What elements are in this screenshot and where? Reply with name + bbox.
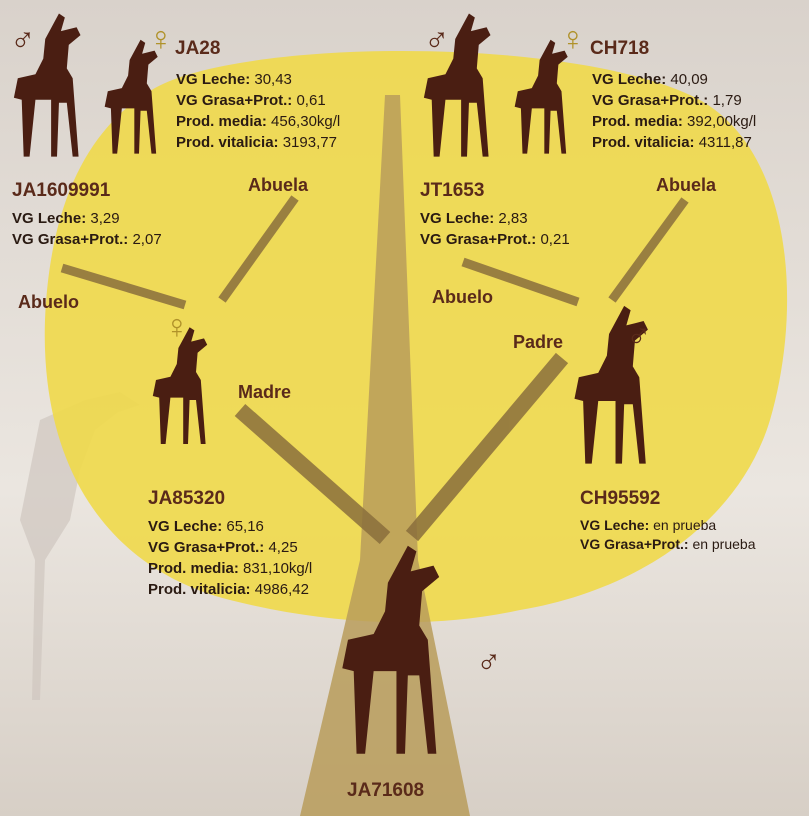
offspring-id: JA71608 <box>347 780 424 802</box>
stat-key: VG Leche: <box>12 210 86 227</box>
stat-value: 30,43 <box>254 71 292 88</box>
paternal-grandmother-id: CH718 <box>590 38 649 60</box>
stat-key: VG Grasa+Prot.: <box>176 92 292 109</box>
stat-value: 1,79 <box>712 92 741 109</box>
stat-value: 831,10kg/l <box>243 560 312 577</box>
maternal-grandfather-stats: VG Leche: 3,29 VG Grasa+Prot.: 2,07 <box>12 208 162 250</box>
stat-key: VG Leche: <box>176 71 250 88</box>
male-symbol-icon: ♂ <box>626 318 652 352</box>
stat-key: VG Leche: <box>580 517 649 533</box>
label-padre: Padre <box>513 332 563 353</box>
stat-value: 392,00kg/l <box>687 113 756 130</box>
stat-key: VG Grasa+Prot.: <box>420 231 536 248</box>
female-symbol-icon: ♀ <box>148 22 174 56</box>
stat-key: Prod. media: <box>176 113 267 130</box>
stat-value: 4311,87 <box>699 134 752 151</box>
paternal-grandmother-stats: VG Leche: 40,09 VG Grasa+Prot.: 1,79 Pro… <box>592 69 756 153</box>
female-symbol-icon: ♀ <box>164 310 190 344</box>
male-symbol-icon: ♂ <box>424 22 450 56</box>
label-abuela-right: Abuela <box>656 175 716 196</box>
maternal-grandmother-stats: VG Leche: 30,43 VG Grasa+Prot.: 0,61 Pro… <box>176 69 340 153</box>
stat-key: VG Grasa+Prot.: <box>148 539 264 556</box>
stat-value: 3193,77 <box>283 134 337 151</box>
stat-value: 0,21 <box>540 231 569 248</box>
male-symbol-icon: ♂ <box>476 644 502 678</box>
stat-value: 65,16 <box>226 518 264 535</box>
label-abuelo-right: Abuelo <box>432 287 493 308</box>
stat-value: 4,25 <box>268 539 297 556</box>
stat-key: Prod. vitalicia: <box>176 134 279 151</box>
paternal-grandfather-id: JT1653 <box>420 180 484 202</box>
stat-key: VG Grasa+Prot.: <box>592 92 708 109</box>
stat-key: VG Grasa+Prot.: <box>12 231 128 248</box>
female-symbol-icon: ♀ <box>560 22 586 56</box>
stat-value: 4986,42 <box>255 581 309 598</box>
father-goat-icon <box>568 298 676 478</box>
stat-value: 2,83 <box>498 210 527 227</box>
stat-key: VG Grasa+Prot.: <box>580 536 689 552</box>
stat-value: en prueba <box>692 536 755 552</box>
stat-value: 3,29 <box>90 210 119 227</box>
maternal-grandfather-id: JA1609991 <box>12 180 110 202</box>
label-abuelo-left: Abuelo <box>18 292 79 313</box>
stat-key: Prod. vitalicia: <box>148 581 251 598</box>
stat-key: Prod. vitalicia: <box>592 134 695 151</box>
stat-value: 2,07 <box>132 231 161 248</box>
stat-key: Prod. media: <box>592 113 683 130</box>
maternal-grandmother-id: JA28 <box>175 38 220 60</box>
male-symbol-icon: ♂ <box>10 22 36 56</box>
stat-key: VG Leche: <box>148 518 222 535</box>
stat-value: 456,30kg/l <box>271 113 340 130</box>
stat-key: VG Leche: <box>592 71 666 88</box>
father-id: CH95592 <box>580 488 660 510</box>
mother-stats: VG Leche: 65,16 VG Grasa+Prot.: 4,25 Pro… <box>148 516 312 600</box>
mother-id: JA85320 <box>148 488 225 510</box>
stat-value: 0,61 <box>296 92 325 109</box>
stat-value: 40,09 <box>670 71 708 88</box>
father-stats: VG Leche: en prueba VG Grasa+Prot.: en p… <box>580 516 756 554</box>
offspring-goat-icon <box>325 540 485 768</box>
label-madre: Madre <box>238 382 291 403</box>
paternal-grandfather-stats: VG Leche: 2,83 VG Grasa+Prot.: 0,21 <box>420 208 570 250</box>
stat-key: Prod. media: <box>148 560 239 577</box>
stat-value: en prueba <box>653 517 716 533</box>
stat-key: VG Leche: <box>420 210 494 227</box>
label-abuela-left: Abuela <box>248 175 308 196</box>
